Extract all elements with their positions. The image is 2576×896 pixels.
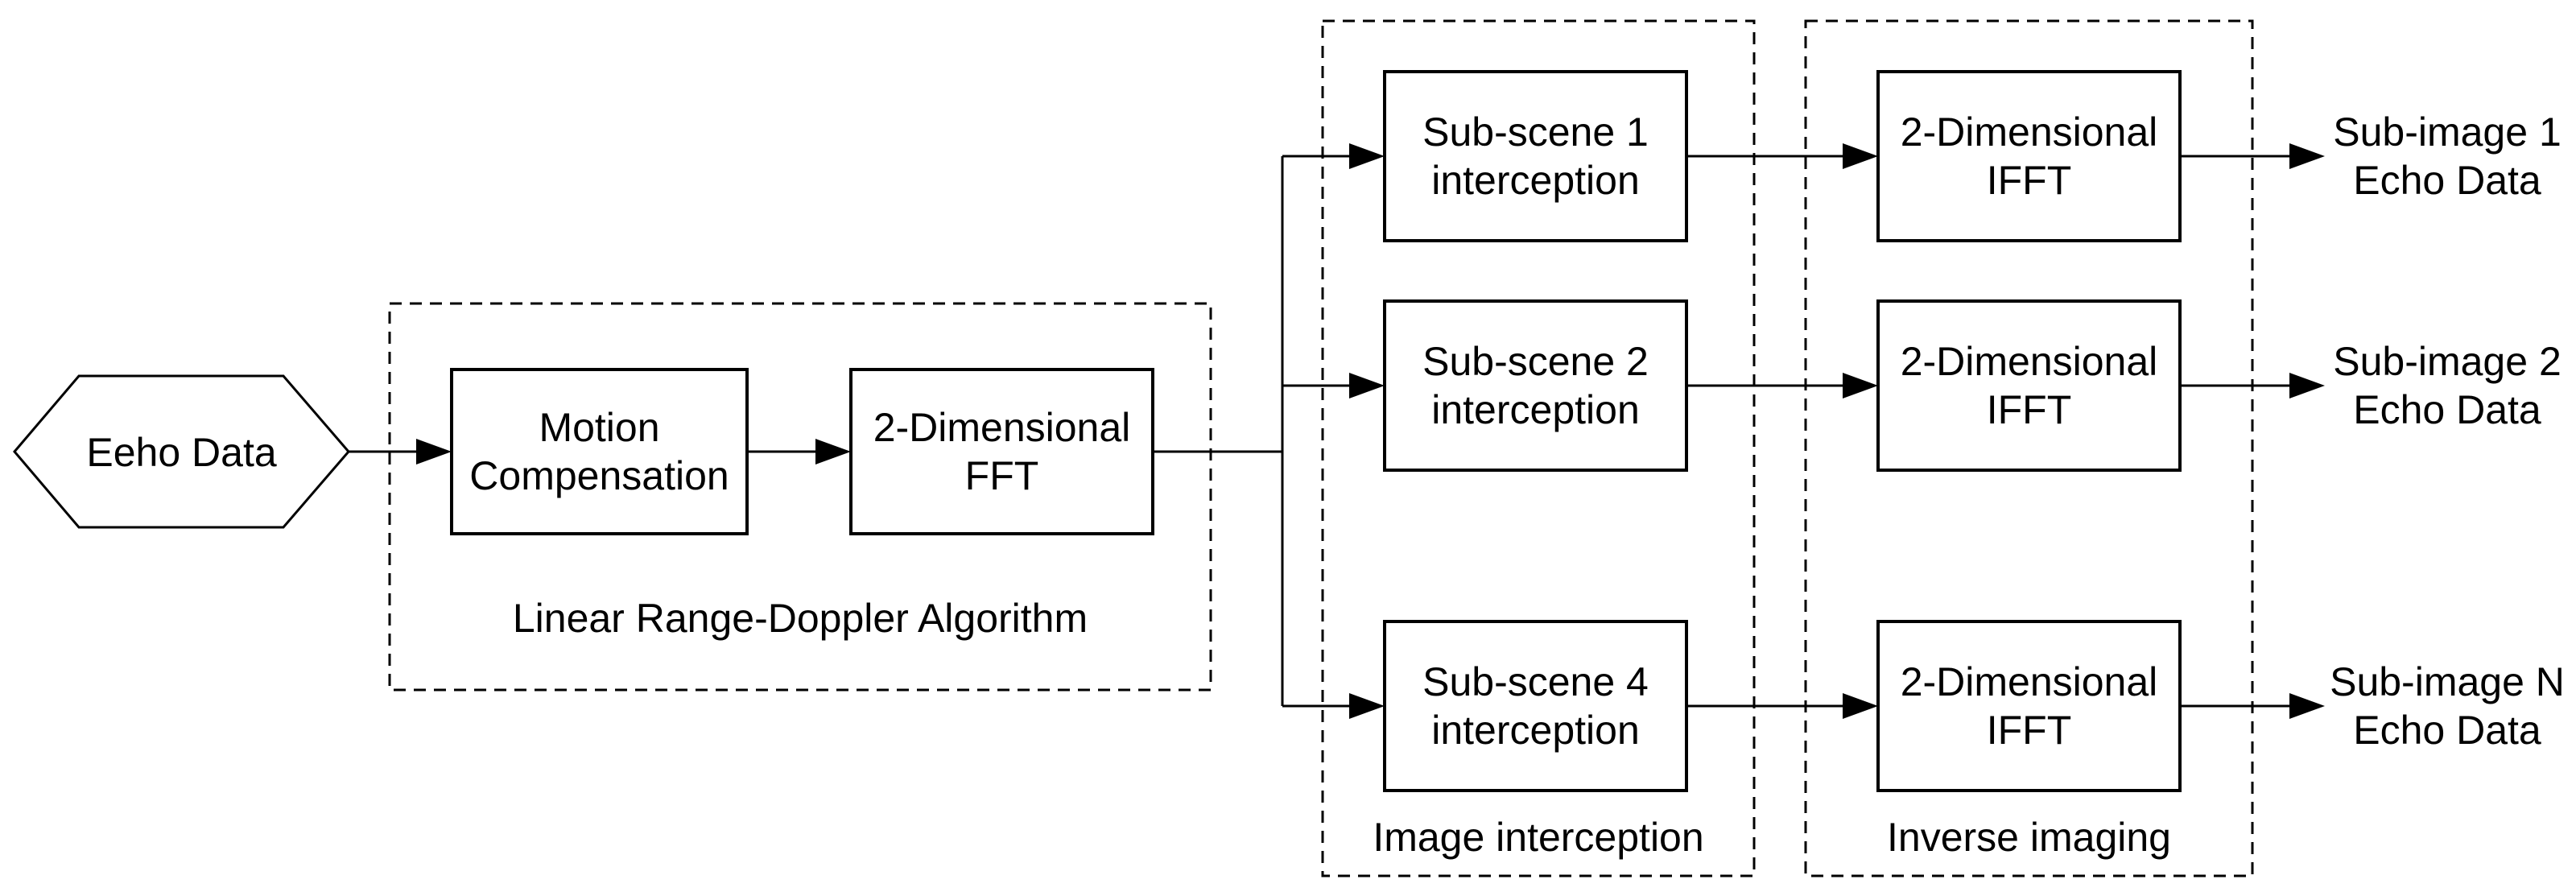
arrow-ifft-to-output-row1 bbox=[2289, 143, 2325, 169]
ifft-box-row2 bbox=[1876, 299, 2182, 472]
motion-compensation-label: Motion Compensation bbox=[469, 405, 729, 498]
ifft-box-row3 bbox=[1876, 620, 2182, 792]
arrow-motion-to-fft bbox=[815, 439, 851, 465]
arrow-subscene-to-ifft-row3 bbox=[1843, 693, 1878, 719]
arrow-subscene-to-ifft-row1 bbox=[1843, 143, 1878, 169]
sub-scene-4-label: Sub-scene 4 interception bbox=[1422, 659, 1649, 753]
image-interception-group-label: Image interception bbox=[1373, 815, 1704, 860]
sub-scene-4-box bbox=[1383, 620, 1688, 792]
fft-box bbox=[849, 368, 1154, 535]
arrow-hex-to-motion bbox=[416, 439, 452, 465]
inverse-imaging-group-label: Inverse imaging bbox=[1887, 815, 2171, 860]
echo-data-hexagon bbox=[13, 374, 350, 529]
sub-scene-1-box bbox=[1383, 70, 1688, 242]
rda-group-label: Linear Range-Doppler Algorithm bbox=[512, 596, 1088, 641]
ifft-label-row3: 2-Dimensional IFFT bbox=[1900, 659, 2158, 753]
sub-scene-2-box bbox=[1383, 299, 1688, 472]
rda-group-border bbox=[388, 302, 1212, 692]
arrow-branch-row3 bbox=[1349, 693, 1385, 719]
arrow-heads bbox=[416, 143, 2325, 719]
arrow-branch-row2 bbox=[1349, 373, 1385, 398]
fft-label: 2-Dimensional FFT bbox=[873, 405, 1131, 498]
arrow-subscene-to-ifft-row2 bbox=[1843, 373, 1878, 398]
echo-data-text: Eeho Data bbox=[86, 430, 277, 475]
ifft-box-row1 bbox=[1876, 70, 2182, 242]
echo-data-label: Eeho Data bbox=[14, 376, 349, 529]
inverse-imaging-group-border bbox=[1804, 19, 2254, 877]
sub-scene-2-label: Sub-scene 2 interception bbox=[1422, 339, 1649, 432]
output-label-n: Sub-image N Echo Data bbox=[2330, 659, 2565, 753]
ifft-label-row2: 2-Dimensional IFFT bbox=[1900, 339, 2158, 432]
ifft-label-row1: 2-Dimensional IFFT bbox=[1900, 109, 2158, 203]
image-interception-group-border bbox=[1321, 19, 1756, 877]
output-label-1: Sub-image 1 Echo Data bbox=[2333, 109, 2562, 203]
sub-scene-1-label: Sub-scene 1 interception bbox=[1422, 109, 1649, 203]
arrow-ifft-to-output-row3 bbox=[2289, 693, 2325, 719]
arrow-branch-row1 bbox=[1349, 143, 1385, 169]
motion-compensation-box bbox=[450, 368, 749, 535]
output-label-2: Sub-image 2 Echo Data bbox=[2333, 339, 2562, 432]
arrow-ifft-to-output-row2 bbox=[2289, 373, 2325, 398]
connector-wires bbox=[349, 155, 2289, 708]
